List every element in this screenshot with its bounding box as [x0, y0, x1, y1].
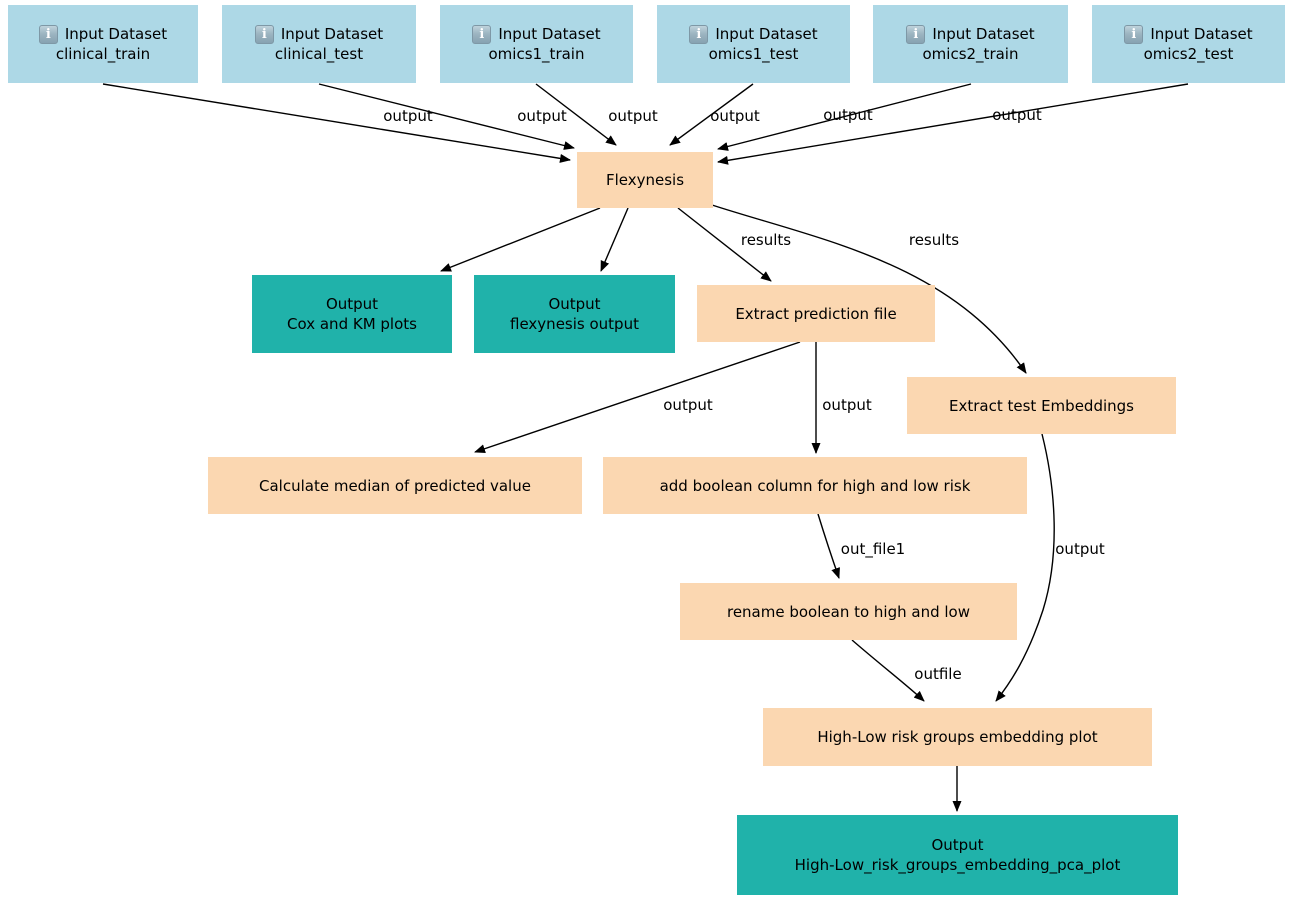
info-icon: i [38, 24, 58, 44]
node-output-flexynesis-output: Output flexynesis output [474, 275, 675, 353]
node-subtitle: omics2_test [1143, 45, 1234, 63]
node-title: Extract test Embeddings [949, 396, 1134, 415]
edge-label-output: output [517, 107, 567, 125]
edge-label-results: results [740, 231, 792, 249]
node-subtitle: Cox and KM plots [287, 315, 417, 333]
node-tool-calculate-median: Calculate median of predicted value [208, 457, 582, 514]
edge-extract-prediction-to-calc-median [474, 341, 801, 454]
edge-label-out-file1: out_file1 [840, 540, 906, 558]
node-title: Input Dataset [280, 25, 384, 43]
node-tool-highlow-embedding-plot: High-Low risk groups embedding plot [763, 708, 1152, 766]
edge-label-output: output [608, 107, 658, 125]
edge-rename-to-highlow-plot [851, 639, 925, 702]
edge-label-output: output [823, 106, 873, 124]
edge-extract-embeddings-to-highlow-plot [995, 433, 1055, 702]
node-title: Output [325, 295, 379, 313]
node-tool-extract-test-embeddings: Extract test Embeddings [907, 377, 1176, 434]
node-subtitle: omics1_test [708, 45, 799, 63]
edge-label-results: results [908, 231, 960, 249]
edge-flexynesis-to-extract-embeddings [711, 204, 1027, 374]
node-subtitle: flexynesis output [510, 315, 639, 333]
info-icon: i [254, 24, 274, 44]
node-input-omics1-train: i Input Dataset omics1_train [440, 5, 633, 83]
node-title: Input Dataset [64, 25, 168, 43]
node-subtitle: clinical_test [274, 45, 364, 63]
info-icon: i [472, 24, 492, 44]
info-icon: i [1124, 24, 1144, 44]
edge-label-output: output [822, 396, 872, 414]
node-input-omics2-train: i Input Dataset omics2_train [873, 5, 1068, 83]
node-tool-add-boolean-column: add boolean column for high and low risk [603, 457, 1027, 514]
node-subtitle: omics2_train [922, 45, 1019, 63]
node-input-clinical-train: i Input Dataset clinical_train [8, 5, 198, 83]
node-input-clinical-test: i Input Dataset clinical_test [222, 5, 416, 83]
edge-flexynesis-to-cox-km [440, 207, 601, 272]
node-title: Input Dataset [498, 25, 601, 43]
node-subtitle: High-Low_risk_groups_embedding_pca_plot [794, 856, 1121, 874]
edge-add-boolean-to-rename [817, 513, 840, 579]
edge-label-output: output [663, 396, 713, 414]
node-title: Input Dataset [715, 25, 818, 43]
edge-omics2-test-to-flexynesis [717, 83, 1189, 165]
node-title: Output [548, 295, 601, 313]
node-output-cox-km-plots: Output Cox and KM plots [252, 275, 452, 353]
edge-label-output: output [992, 106, 1042, 124]
node-title: Input Dataset [932, 25, 1035, 43]
node-tool-rename-boolean: rename boolean to high and low [680, 583, 1017, 640]
node-title: rename boolean to high and low [726, 602, 970, 621]
node-tool-flexynesis: Flexynesis [577, 152, 713, 208]
node-title: add boolean column for high and low risk [659, 476, 971, 495]
node-subtitle: omics1_train [488, 45, 585, 63]
edge-label-output: output [710, 107, 760, 125]
edge-omics1-train-to-flexynesis [535, 83, 617, 146]
edge-flexynesis-to-extract-prediction [677, 207, 772, 282]
node-output-highlow-pca-plot: Output High-Low_risk_groups_embedding_pc… [737, 815, 1178, 895]
node-input-omics2-test: i Input Dataset omics2_test [1092, 5, 1285, 83]
info-icon: i [689, 24, 709, 44]
edge-flexynesis-to-flexynesis-output [600, 207, 629, 272]
node-title: Extract prediction file [735, 304, 897, 323]
edge-clinical-train-to-flexynesis [102, 83, 571, 163]
edge-label-output: output [1055, 540, 1105, 558]
node-title: High-Low risk groups embedding plot [817, 728, 1098, 746]
edge-label-outfile: outfile [914, 665, 962, 683]
edge-label-output: output [383, 107, 433, 125]
edge-omics2-train-to-flexynesis [717, 83, 972, 151]
edge-clinical-test-to-flexynesis [318, 83, 575, 150]
edge-omics1-test-to-flexynesis [669, 83, 754, 146]
node-title: Calculate median of predicted value [259, 476, 531, 495]
node-title: Output [931, 836, 984, 854]
node-title: Input Dataset [1150, 25, 1253, 43]
node-title: Flexynesis [605, 171, 685, 189]
node-tool-extract-prediction-file: Extract prediction file [697, 285, 935, 342]
node-input-omics1-test: i Input Dataset omics1_test [657, 5, 850, 83]
info-icon: i [906, 24, 926, 44]
node-subtitle: clinical_train [55, 45, 151, 63]
